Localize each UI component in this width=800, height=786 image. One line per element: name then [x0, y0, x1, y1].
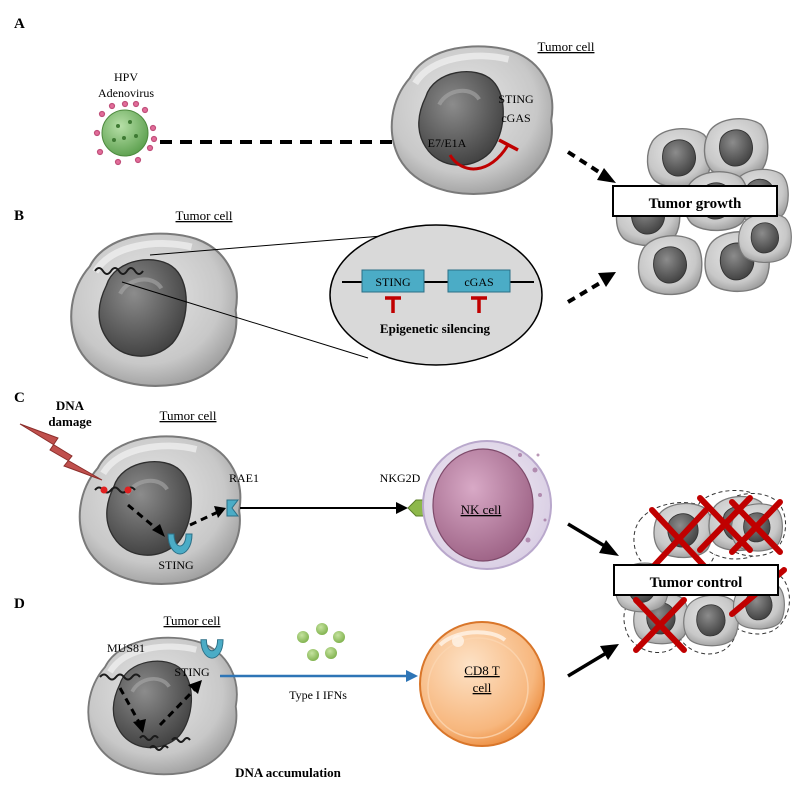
tumor-control-label: Tumor control	[650, 575, 743, 591]
sting-label-c: STING	[158, 558, 194, 572]
damage-site-2	[124, 486, 132, 494]
sting-to-rae1-arrow	[189, 510, 219, 527]
virus-label-line2: Adenovirus	[98, 86, 154, 100]
mus81-label: MUS81	[107, 641, 145, 655]
zoom-ellipse	[329, 224, 543, 366]
dna-to-sting-head-d	[188, 680, 202, 694]
ifn-particles	[297, 623, 345, 661]
tumor-cell-d	[88, 638, 237, 775]
dna-to-sting-head	[152, 524, 165, 537]
panel-d: D Tumor cell MUS81 STING DNA accumulatio…	[14, 596, 619, 780]
arrow-d-to-control-head	[600, 644, 619, 660]
epigenetic-silencing-label: Epigenetic silencing	[380, 321, 491, 336]
cgas-gene-box	[447, 269, 511, 293]
arrow-c-to-control	[567, 522, 609, 550]
rae1-to-nkg2d-head	[396, 502, 408, 514]
nk-cell-label: NK cell	[461, 502, 502, 517]
zoom-line-bottom	[121, 281, 369, 359]
panel-c-letter: C	[14, 390, 25, 406]
dna-accumulation-label: DNA accumulation	[235, 765, 342, 780]
arrow-b-to-growth-head	[598, 272, 616, 287]
damage-site-1	[100, 486, 108, 494]
tumor-control-cluster: Tumor control	[613, 489, 790, 655]
arrow-a-to-growth-head	[597, 168, 616, 183]
nk-cell	[422, 440, 552, 570]
cd8-label-line1: CD8 T	[464, 663, 500, 678]
inhibition-bar-a	[498, 138, 519, 152]
tumor-growth-box	[612, 185, 778, 217]
tumor-cell-d-title: Tumor cell	[164, 613, 221, 628]
cgas-label-a: cGAS	[501, 111, 530, 125]
panel-a-letter: A	[14, 16, 25, 32]
virus-icon	[93, 100, 158, 166]
cd8-label-line2: cell	[473, 680, 492, 695]
inhibition-curve-a	[448, 144, 510, 171]
arrow-a-to-growth	[566, 150, 607, 178]
tumor-growth-label: Tumor growth	[649, 196, 742, 212]
dna-to-sting-arrow-d	[158, 686, 198, 727]
sting-gene-box	[361, 269, 425, 293]
dna-damage-line1: DNA	[56, 398, 85, 413]
oncoprotein-label: E7/E1A	[428, 136, 467, 150]
panel-c: C DNA damage Tumor cell STING RAE1 NKG2D	[14, 390, 619, 584]
sting-to-rae1-head	[214, 506, 226, 518]
dna-strand-b	[94, 267, 144, 275]
ifn-arrowhead	[406, 670, 418, 682]
arrow-b-to-growth	[566, 278, 607, 304]
dna-release-arrow	[118, 687, 142, 725]
dna-release-head	[133, 719, 146, 733]
arrow-c-to-control-head	[599, 540, 619, 556]
panel-b: B Tumor cell STING cGAS Epigenetic silen…	[14, 208, 616, 386]
nkg2d-label: NKG2D	[380, 471, 421, 485]
dna-damage-line2: damage	[48, 414, 92, 429]
zoom-line-top	[149, 235, 383, 256]
arrow-d-to-control	[567, 650, 609, 678]
dna-strand-d	[99, 673, 141, 681]
panel-d-letter: D	[14, 596, 25, 612]
tumor-control-box	[613, 564, 779, 596]
dna-to-sting-arrow	[127, 503, 159, 532]
panel-b-letter: B	[14, 208, 24, 224]
cytosolic-dna-fragments	[139, 735, 191, 751]
rae1-label: RAE1	[229, 471, 259, 485]
rae1-icon	[226, 499, 239, 517]
tumor-cell-a-title: Tumor cell	[538, 39, 595, 54]
sting-label-d: STING	[174, 665, 210, 679]
cgas-gene-label: cGAS	[464, 275, 493, 289]
virus-label-line1: HPV	[114, 70, 138, 84]
ifn-label: Type I IFNs	[289, 688, 347, 702]
tumor-growth-cluster: Tumor growth	[612, 118, 792, 296]
panel-a: A HPV Adenovirus Tumor cell STING cGAS E…	[14, 16, 616, 194]
tumor-cell-c-title: Tumor cell	[160, 408, 217, 423]
sting-gene-label: STING	[375, 275, 411, 289]
lightning-icon	[19, 423, 103, 481]
sting-label-a: STING	[498, 92, 534, 106]
cd8-t-cell	[419, 621, 545, 747]
tumor-cell-b-title: Tumor cell	[176, 208, 233, 223]
silencing-bars	[385, 296, 487, 313]
